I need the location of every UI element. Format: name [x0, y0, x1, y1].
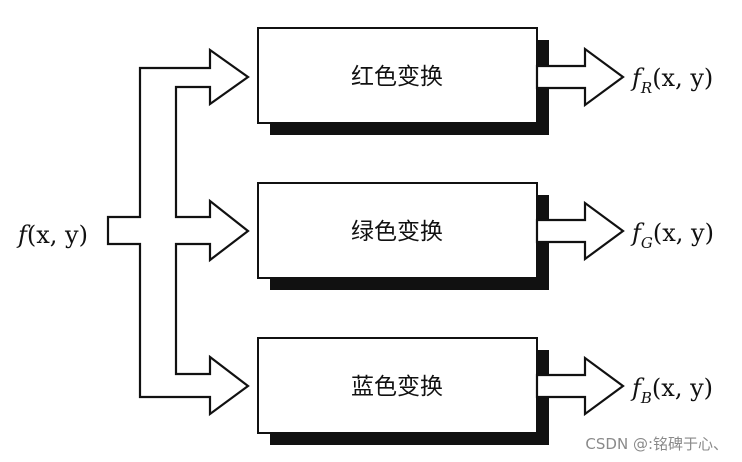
output-arrow-red — [535, 46, 625, 108]
output-label-blue: fB(x, y) — [630, 374, 713, 407]
channel-red: 红色变换 fR(x, y) — [257, 27, 713, 135]
box-label-green: 绿色变换 — [351, 219, 443, 245]
channel-blue: 蓝色变换 fB(x, y) — [257, 337, 713, 445]
box-green — [257, 182, 538, 279]
output-label-green: fG(x, y) — [630, 219, 714, 252]
input-split-arrows — [106, 47, 250, 417]
svg-text:f(x, y): f(x, y) — [16, 221, 88, 249]
box-label-red: 红色变换 — [351, 64, 443, 90]
output-label-red: fR(x, y) — [630, 64, 713, 97]
channel-green: 绿色变换 fG(x, y) — [257, 182, 714, 290]
output-arrow-green — [535, 200, 625, 262]
box-label-blue: 蓝色变换 — [351, 374, 443, 400]
input-args: (x, y) — [27, 221, 88, 249]
input-label: f(x, y) — [16, 221, 88, 249]
watermark: CSDN @:铭碑于心、 — [585, 435, 728, 453]
output-arrow-blue — [535, 355, 625, 417]
box-red — [257, 27, 538, 124]
